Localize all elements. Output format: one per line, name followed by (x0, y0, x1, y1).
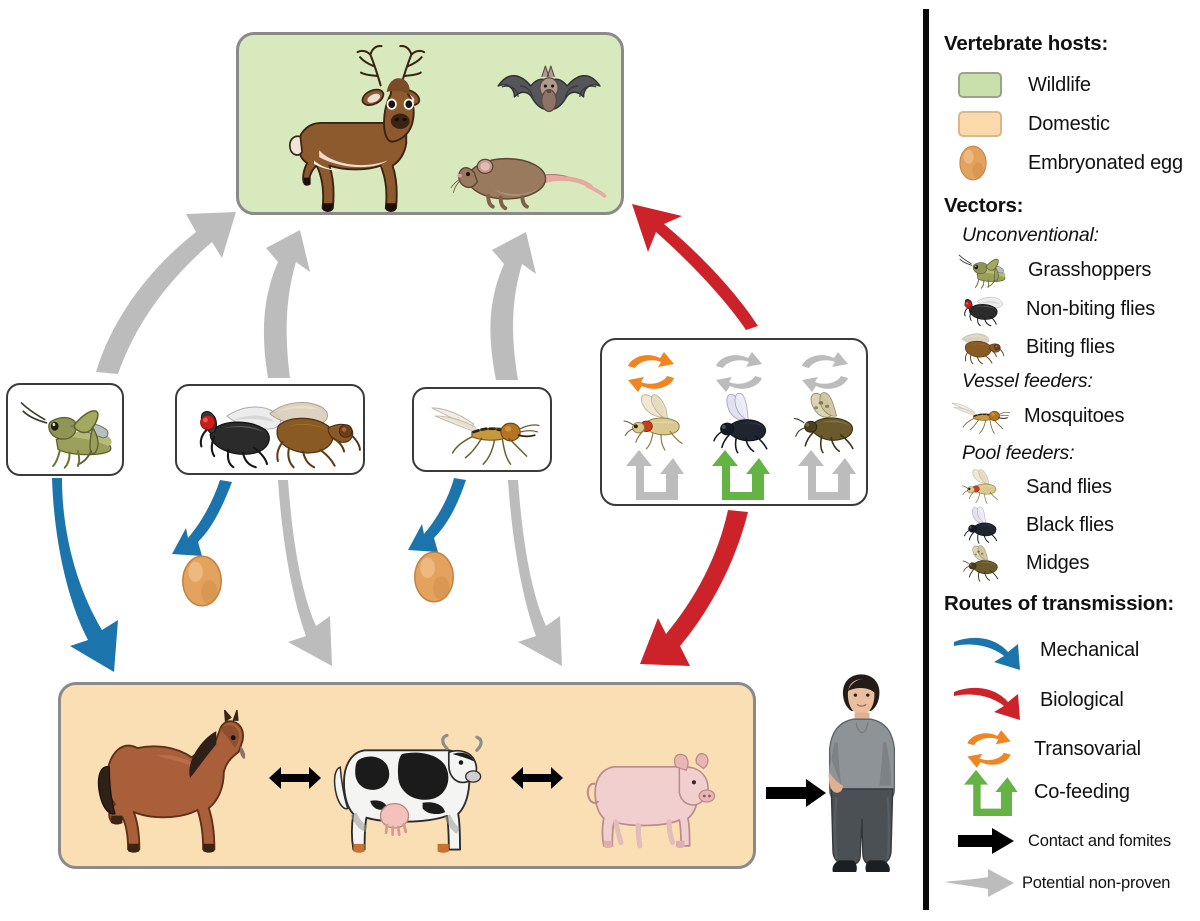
legend-item-co-feeding: Co-feeding (958, 768, 1130, 816)
legend-item-midges: Midges (956, 544, 1089, 582)
arrow-grasshopper-to-domestic (52, 478, 118, 672)
green-swatch (958, 72, 1002, 98)
legend-label-mosquitoes: Mosquitoes (1024, 404, 1125, 427)
sandfly-icon (961, 469, 998, 504)
legend-label-mechanical: Mechanical (1040, 638, 1140, 661)
legend-label-wildlife: Wildlife (1028, 73, 1091, 96)
legend-label-biting-flies: Biting flies (1026, 335, 1115, 358)
blackfly-icon (713, 392, 768, 454)
peach-swatch (958, 111, 1002, 137)
legend-label-transovarial: Transovarial (1034, 737, 1141, 760)
human-illustration (827, 673, 896, 874)
grasshopper-icon (20, 401, 113, 469)
co-feeding-icon (712, 450, 770, 500)
egg-icon (959, 145, 987, 181)
midge-icon (962, 545, 999, 582)
cow-illustration (307, 711, 512, 857)
legend-item-embryonated-egg: Embryonated egg (958, 144, 1183, 182)
legend-panel: Vertebrate hosts: Wildlife Domestic Embr… (930, 0, 1200, 921)
grasshopper-icon (958, 254, 1006, 289)
legend-label-domestic: Domestic (1028, 112, 1110, 135)
legend-item-non-biting-flies: Non-biting flies (954, 290, 1155, 328)
bitingfly-icon (961, 333, 1005, 365)
arrow-horse-cow (269, 767, 321, 789)
legend-label-contact-and-fomites: Contact and fomites (1028, 831, 1171, 850)
legend-item-mechanical: Mechanical (952, 628, 1139, 672)
arrow-egg-left-to-domestic (278, 480, 332, 666)
orange-cycle-arrow-icon (967, 730, 1011, 768)
legend-subheading-unconventional: Unconventional: (962, 224, 1099, 246)
rat-illustration (451, 143, 606, 213)
legend-heading-vertebrate-hosts: Vertebrate hosts: (944, 32, 1109, 55)
midge-icon (793, 391, 854, 454)
arrow-egg-right-to-domestic (508, 480, 562, 666)
pool-feeders-box (600, 338, 868, 506)
arrow-cow-pig (511, 767, 563, 789)
transovarial-potential-icon-1 (716, 352, 762, 392)
arrow-grasshopper-to-wildlife (96, 212, 236, 374)
arrow-flies-to-egg (172, 480, 232, 556)
legend-label-sand-flies: Sand flies (1026, 475, 1112, 498)
transovarial-potential-icon-2 (802, 352, 848, 392)
domestic-host-box (58, 682, 756, 869)
green-cofeed-arrow-icon (964, 769, 1018, 816)
arrow-layer (52, 204, 758, 672)
legend-heading-routes: Routes of transmission: (944, 592, 1175, 615)
legend-item-potential-non-proven: Potential non-proven (944, 868, 1170, 898)
blue-curved-arrow-icon (954, 637, 1020, 670)
legend-label-embryonated-egg: Embryonated egg (1028, 151, 1183, 174)
housefly-icon (964, 296, 1004, 327)
blackfly-icon (963, 506, 998, 544)
legend-label-biological: Biological (1040, 688, 1124, 711)
grasshopper-vector-box (6, 383, 124, 476)
arrow-mosquito-to-egg (408, 478, 466, 552)
legend-item-contact-and-fomites: Contact and fomites (958, 828, 1171, 854)
sandfly-icon (623, 394, 683, 451)
legend-item-mosquitoes: Mosquitoes (948, 396, 1124, 436)
bitingfly-icon (268, 401, 361, 469)
mosquito-icon (430, 406, 541, 466)
legend-label-potential-non-proven: Potential non-proven (1022, 873, 1171, 892)
embryonated-egg-left (182, 555, 222, 607)
legend-subheading-pool-feeders: Pool feeders: (962, 442, 1075, 464)
deer-illustration (288, 44, 426, 213)
legend-label-midges: Midges (1026, 551, 1090, 574)
embryonated-egg-right (414, 551, 454, 603)
legend-label-co-feeding: Co-feeding (1034, 780, 1130, 803)
mosquito-icon (951, 402, 1011, 435)
legend-item-transovarial: Transovarial (958, 726, 1141, 772)
legend-divider (923, 9, 929, 910)
legend-label-grasshoppers: Grasshoppers (1028, 258, 1152, 281)
legend-item-biological: Biological (952, 678, 1124, 722)
legend-item-domestic: Domestic (958, 111, 1110, 137)
horse-illustration (97, 709, 247, 854)
legend-item-grasshoppers: Grasshoppers (952, 250, 1151, 290)
arrow-pig-human (766, 779, 826, 807)
legend-label-black-flies: Black flies (1026, 513, 1114, 536)
legend-subheading-vessel-feeders: Vessel feeders: (962, 370, 1093, 392)
legend-item-black-flies: Black flies (956, 506, 1114, 544)
arrow-mosquito-to-wildlife (490, 232, 536, 380)
co-feeding-potential-icon-2 (798, 450, 856, 500)
legend-item-sand-flies: Sand flies (956, 468, 1112, 506)
gray-straight-arrow-icon (944, 869, 1014, 897)
arrow-poolfeeders-to-wildlife (632, 204, 758, 330)
pig-illustration (561, 729, 741, 851)
transovarial-icon (628, 352, 674, 392)
wildlife-host-box (236, 32, 624, 215)
arrow-poolfeeders-to-domestic (640, 510, 748, 666)
flies-vector-box (175, 384, 365, 475)
legend-heading-vectors: Vectors: (944, 194, 1024, 217)
legend-item-wildlife: Wildlife (958, 72, 1091, 98)
red-curved-arrow-icon (954, 687, 1020, 720)
legend-label-non-biting-flies: Non-biting flies (1026, 297, 1156, 320)
mosquito-vector-box (412, 387, 552, 472)
bat-illustration (497, 65, 601, 113)
arrow-flies-to-wildlife (263, 230, 310, 378)
legend-item-biting-flies: Biting flies (954, 328, 1115, 366)
co-feeding-potential-icon-1 (626, 450, 684, 500)
black-straight-arrow-icon (958, 828, 1014, 854)
